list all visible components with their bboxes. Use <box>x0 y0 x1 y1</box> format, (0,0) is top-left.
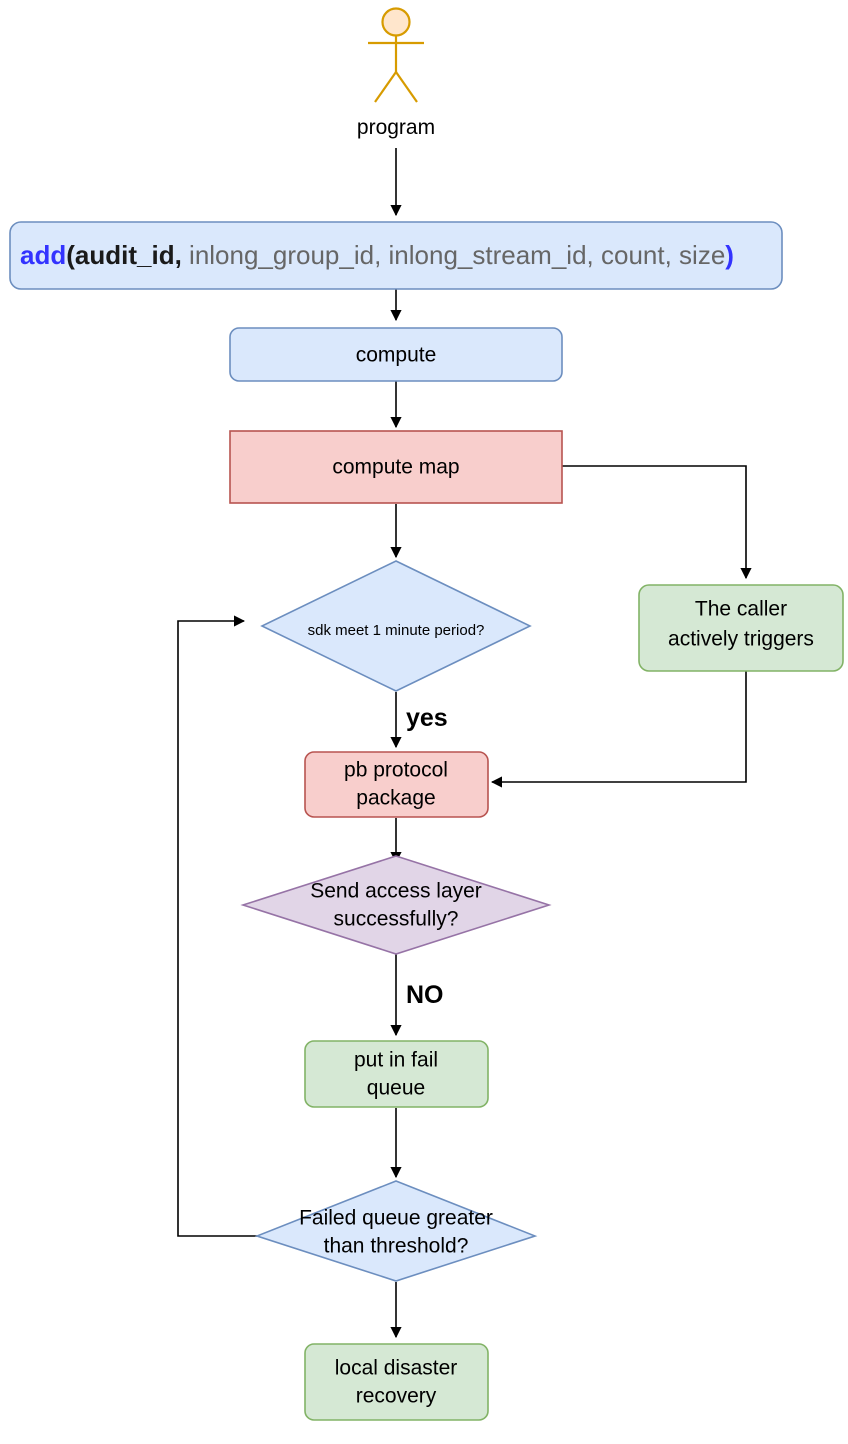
decision-sdk-period-label: sdk meet 1 minute period? <box>308 622 485 639</box>
node-pb-protocol-package-label-line1: pb protocol <box>344 759 448 782</box>
edge-label-no: NO <box>406 981 444 1009</box>
node-add-signature[interactable]: add(audit_id, inlong_group_id, inlong_st… <box>9 221 783 290</box>
sig-keyword-add: add <box>20 240 66 270</box>
node-put-in-fail-queue[interactable]: put in fail queue <box>304 1040 489 1108</box>
node-compute[interactable]: compute <box>229 327 563 382</box>
node-compute-shape[interactable] <box>229 327 563 382</box>
node-pb-protocol-package-shape[interactable] <box>304 751 489 818</box>
edge-caller-to-pb-package <box>490 671 747 788</box>
sig-paren-open: ( <box>66 240 75 270</box>
node-local-disaster-recovery-label-line1: local disaster <box>335 1357 458 1380</box>
node-local-disaster-recovery-shape[interactable] <box>304 1343 489 1421</box>
actor-program-label: program <box>357 116 435 139</box>
decision-failed-queue-threshold-shape[interactable] <box>254 1180 538 1282</box>
decision-send-access-layer[interactable]: Send access layer successfully? <box>240 855 552 955</box>
node-compute-label: compute <box>356 344 437 367</box>
node-caller-triggers-label-line2: actively triggers <box>668 628 814 651</box>
node-compute-map[interactable]: compute map <box>229 430 563 504</box>
decision-failed-queue-threshold[interactable]: Failed queue greater than threshold? <box>254 1180 538 1282</box>
node-compute-map-label: compute map <box>332 456 459 479</box>
node-put-in-fail-queue-shape[interactable] <box>304 1040 489 1108</box>
node-caller-triggers-shape[interactable] <box>638 584 844 672</box>
node-add-signature-shape[interactable] <box>9 221 783 290</box>
sig-paren-close: ) <box>725 240 734 270</box>
node-pb-protocol-package-label-line2: package <box>356 787 435 810</box>
node-local-disaster-recovery-label-line2: recovery <box>356 1385 437 1408</box>
node-add-signature-text: add(audit_id, inlong_group_id, inlong_st… <box>20 240 734 270</box>
decision-failed-queue-threshold-label-line1: Failed queue greater <box>299 1207 493 1230</box>
edge-label-yes: yes <box>406 704 448 732</box>
edge-threshold-back-to-sdk-period <box>177 615 257 1237</box>
node-put-in-fail-queue-label-line2: queue <box>367 1077 425 1100</box>
decision-sdk-period-shape[interactable] <box>260 560 532 692</box>
node-put-in-fail-queue-label-line1: put in fail <box>354 1049 438 1072</box>
actor-stick-figure-icon <box>368 7 424 103</box>
decision-send-access-layer-label-line1: Send access layer <box>310 880 482 903</box>
node-caller-triggers[interactable]: The caller actively triggers <box>638 584 844 672</box>
node-pb-protocol-package[interactable]: pb protocol package <box>304 751 489 818</box>
decision-failed-queue-threshold-label-line2: than threshold? <box>324 1235 469 1258</box>
sig-args-dim: inlong_group_id, inlong_stream_id, count… <box>182 240 725 270</box>
node-caller-triggers-label-line1: The caller <box>695 598 787 621</box>
decision-send-access-layer-label-line2: successfully? <box>334 908 459 931</box>
node-compute-map-shape[interactable] <box>229 430 563 504</box>
node-local-disaster-recovery[interactable]: local disaster recovery <box>304 1343 489 1421</box>
decision-sdk-period[interactable]: sdk meet 1 minute period? <box>260 560 532 692</box>
sig-arg-audit-id: audit_id, <box>75 240 182 270</box>
decision-send-access-layer-shape[interactable] <box>240 855 552 955</box>
edge-compute-map-to-caller <box>562 465 752 580</box>
